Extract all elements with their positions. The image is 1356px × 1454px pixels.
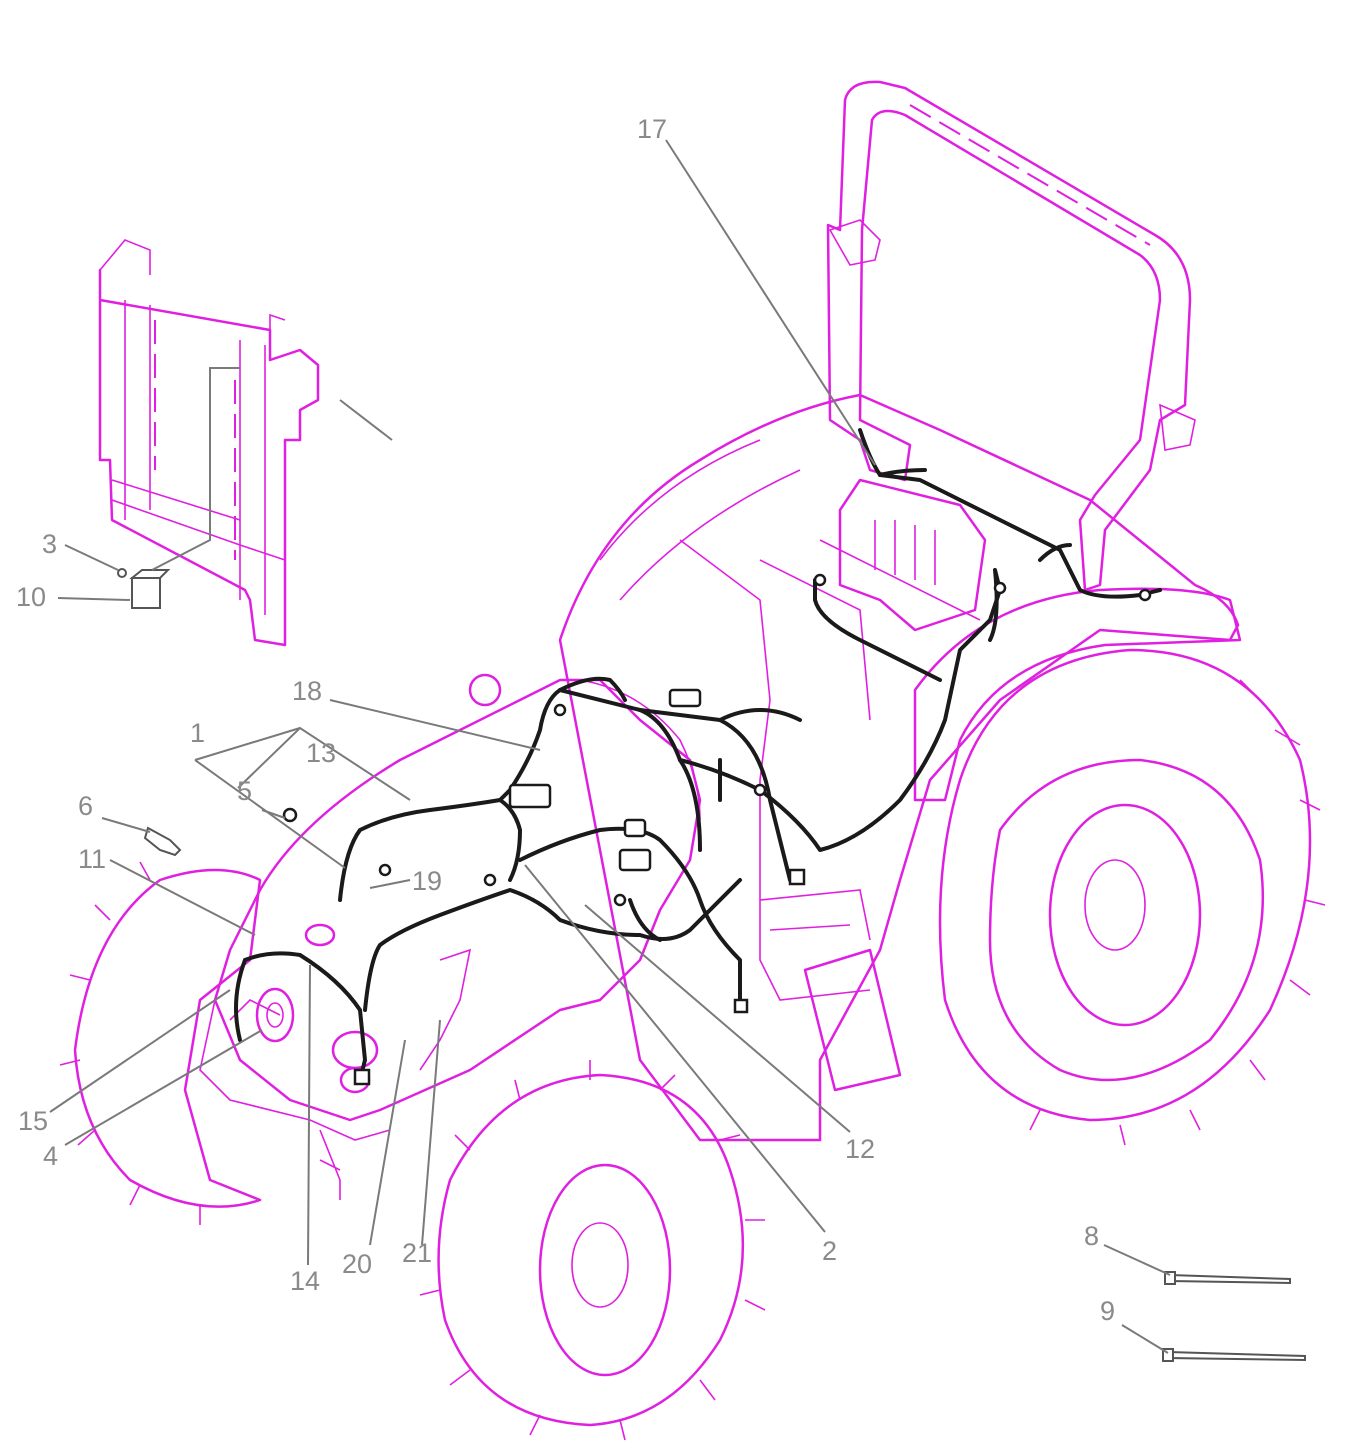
front-left-wheel	[59, 861, 262, 1225]
callout-19: 19	[412, 866, 442, 896]
harness-connectors	[282, 573, 1152, 1086]
horn	[255, 987, 295, 1043]
callout-1: 1	[190, 718, 205, 748]
cable-tie-part-9	[1162, 1348, 1306, 1362]
callout-20: 20	[342, 1249, 372, 1279]
front-right-wheel	[419, 1060, 766, 1441]
callout-11: 11	[78, 844, 106, 874]
rops-roll-bar	[826, 80, 1196, 592]
callout-21: 21	[402, 1238, 432, 1268]
callout-12: 12	[845, 1134, 875, 1164]
mounting-bracket	[98, 239, 320, 647]
leader-lines	[49, 139, 1171, 1354]
callout-4: 4	[43, 1141, 58, 1171]
callout-labels: 17 18 1 13 5 6 11 19 3 10 15 4 14 20 21 …	[16, 114, 1115, 1326]
callout-14: 14	[290, 1266, 320, 1296]
callout-9: 9	[1100, 1296, 1115, 1326]
hood	[199, 673, 702, 1200]
tractor-body	[558, 393, 1242, 1142]
callout-6: 6	[78, 791, 93, 821]
callout-3: 3	[42, 529, 57, 559]
callout-5: 5	[237, 776, 252, 806]
screw-part-3	[117, 568, 127, 578]
relay-part-10	[129, 569, 171, 609]
wiring-harness	[234, 428, 1162, 1082]
callout-15: 15	[18, 1106, 48, 1136]
callout-8: 8	[1084, 1221, 1099, 1251]
cable-tie-part-8	[1164, 1271, 1291, 1285]
callout-10: 10	[16, 582, 46, 612]
callout-13: 13	[306, 738, 336, 768]
callout-18: 18	[292, 676, 322, 706]
callout-2: 2	[822, 1236, 837, 1266]
sensor-part-6	[143, 826, 182, 857]
rear-right-wheel	[938, 648, 1326, 1146]
callout-17: 17	[637, 114, 667, 144]
